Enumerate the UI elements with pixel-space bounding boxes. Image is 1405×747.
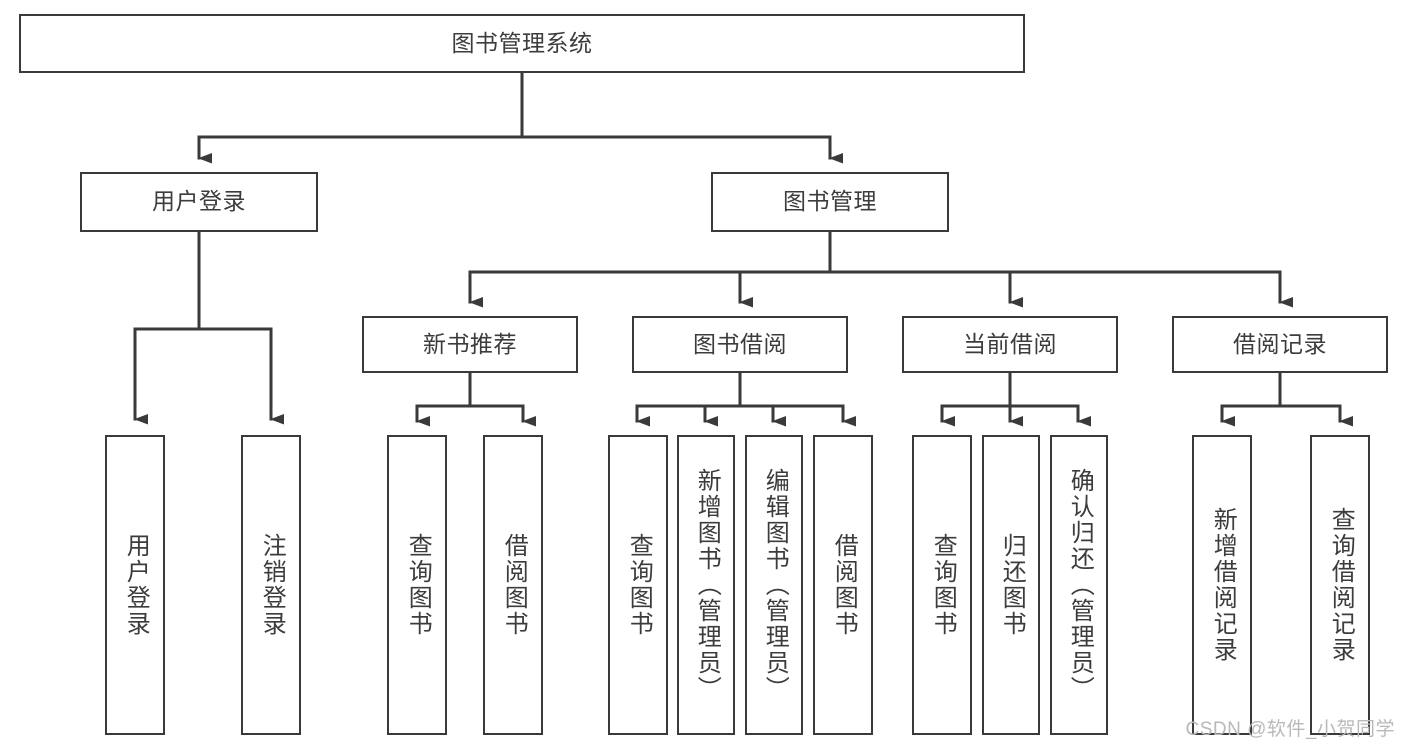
node-label: 借阅图书 bbox=[830, 533, 858, 637]
leaf-user-login[interactable]: 用户登录 bbox=[105, 435, 165, 735]
node-label: 确认归还（管理员） bbox=[1066, 468, 1094, 702]
node-book-management[interactable]: 图书管理 bbox=[711, 172, 949, 232]
leaf-logout-login[interactable]: 注销登录 bbox=[241, 435, 301, 735]
leaf-confirm-return-admin[interactable]: 确认归还（管理员） bbox=[1050, 435, 1108, 735]
node-label: 新增图书（管理员） bbox=[693, 468, 721, 702]
node-label: 用户登录 bbox=[152, 188, 246, 215]
leaf-query-book-current[interactable]: 查询图书 bbox=[912, 435, 972, 735]
node-label: 当前借阅 bbox=[963, 330, 1057, 357]
node-label: 图书管理系统 bbox=[451, 29, 593, 56]
watermark-credit: CSDN @软件_小贺同学 bbox=[1185, 719, 1395, 740]
node-label: 查询图书 bbox=[929, 533, 957, 637]
node-label: 用户登录 bbox=[122, 533, 150, 637]
leaf-query-borrow-record[interactable]: 查询借阅记录 bbox=[1310, 435, 1370, 735]
node-label: 查询图书 bbox=[625, 533, 653, 637]
node-label: 编辑图书（管理员） bbox=[761, 468, 789, 702]
node-borrow-record[interactable]: 借阅记录 bbox=[1172, 316, 1388, 373]
node-label: 归还图书 bbox=[998, 533, 1026, 637]
node-new-book-recommend[interactable]: 新书推荐 bbox=[362, 316, 578, 373]
leaf-query-book-borrow[interactable]: 查询图书 bbox=[608, 435, 668, 735]
node-user-login[interactable]: 用户登录 bbox=[80, 172, 318, 232]
node-label: 图书管理 bbox=[783, 188, 877, 215]
leaf-edit-book-admin[interactable]: 编辑图书（管理员） bbox=[745, 435, 803, 735]
node-label: 图书借阅 bbox=[693, 330, 787, 357]
node-label: 注销登录 bbox=[258, 533, 286, 637]
node-label: 新书推荐 bbox=[423, 330, 517, 357]
leaf-add-book-admin[interactable]: 新增图书（管理员） bbox=[677, 435, 735, 735]
leaf-borrow-book-recommend[interactable]: 借阅图书 bbox=[483, 435, 543, 735]
node-label: 查询图书 bbox=[404, 533, 432, 637]
node-label: 查询借阅记录 bbox=[1327, 507, 1355, 663]
node-current-borrow[interactable]: 当前借阅 bbox=[902, 316, 1118, 373]
leaf-query-book-recommend[interactable]: 查询图书 bbox=[387, 435, 447, 735]
node-root-book-management-system[interactable]: 图书管理系统 bbox=[19, 14, 1025, 73]
node-label: 新增借阅记录 bbox=[1209, 507, 1237, 663]
node-book-borrow[interactable]: 图书借阅 bbox=[632, 316, 848, 373]
leaf-add-borrow-record[interactable]: 新增借阅记录 bbox=[1192, 435, 1252, 735]
node-label: 借阅记录 bbox=[1233, 330, 1327, 357]
node-label: 借阅图书 bbox=[500, 533, 528, 637]
leaf-borrow-book[interactable]: 借阅图书 bbox=[813, 435, 873, 735]
leaf-return-book[interactable]: 归还图书 bbox=[982, 435, 1040, 735]
